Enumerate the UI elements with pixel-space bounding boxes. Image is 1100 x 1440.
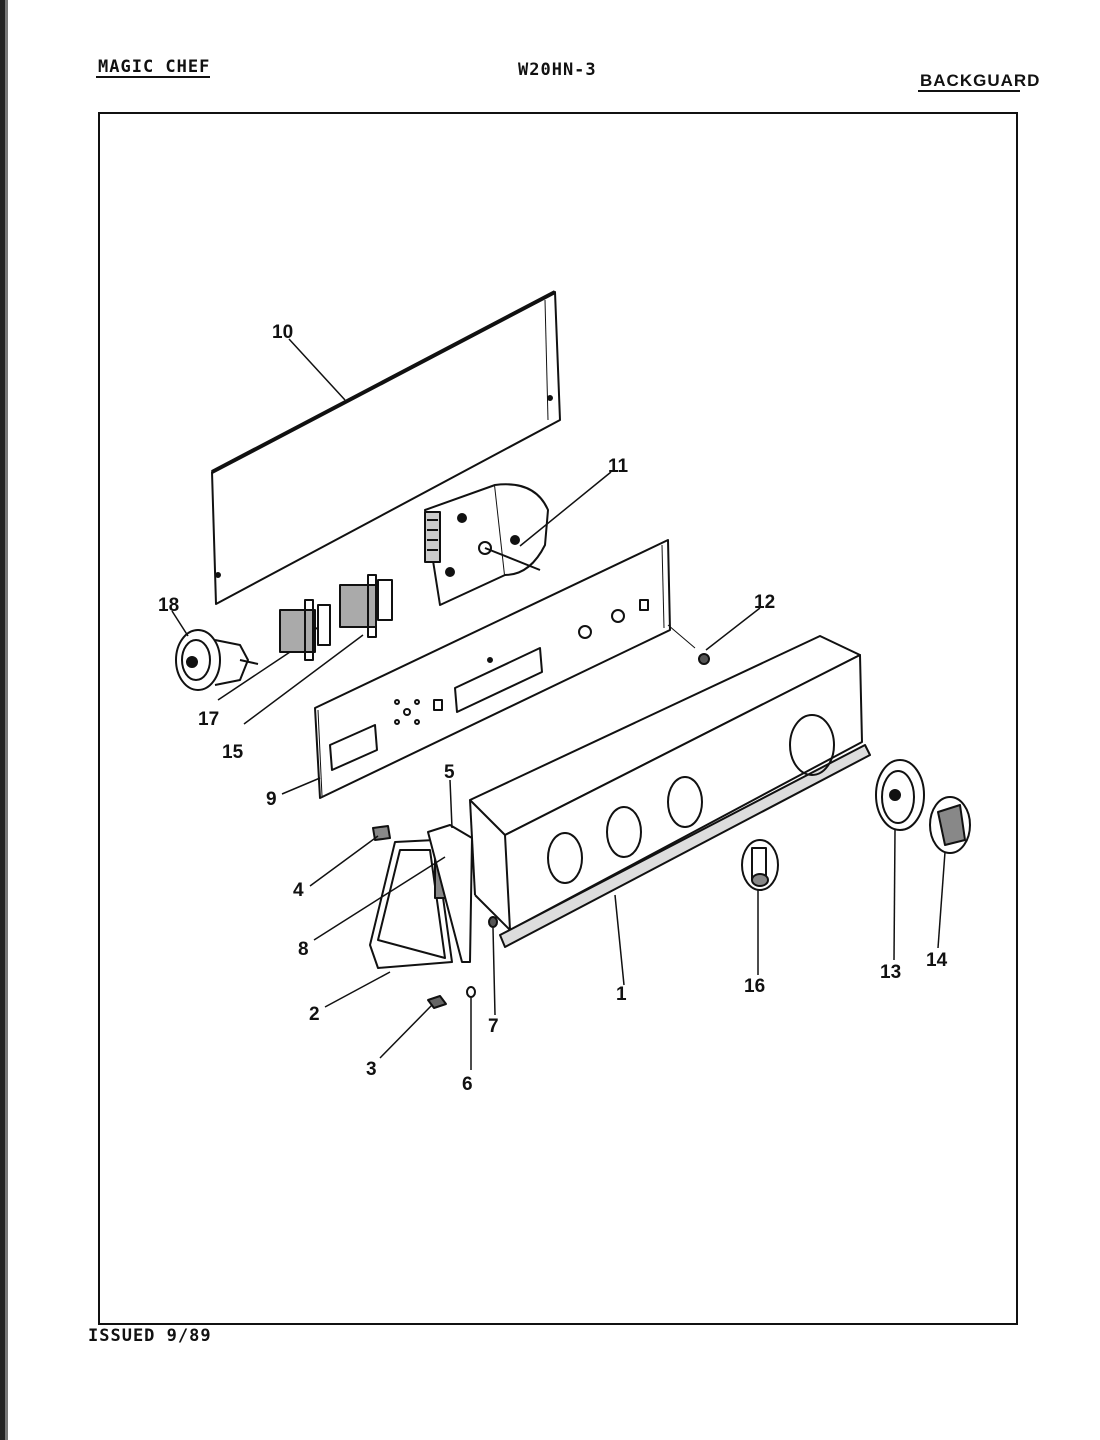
part-10-rear-panel [211, 290, 561, 605]
callout-2: 2 [309, 1004, 320, 1025]
part-1-backguard [469, 635, 871, 948]
callout-11: 11 [608, 456, 629, 477]
section-title: BACKGUARD [920, 71, 1041, 90]
part-13-skirt [875, 759, 925, 831]
part-11-timer [424, 483, 549, 606]
diagram-frame [98, 112, 1018, 1325]
part-18-motor [175, 629, 259, 691]
callout-3: 3 [366, 1059, 377, 1080]
part-17-switch [279, 599, 331, 661]
brand-underline [96, 76, 210, 78]
callout-15: 15 [222, 742, 244, 763]
callout-7: 7 [488, 1016, 499, 1037]
callout-12: 12 [754, 592, 775, 613]
callout-9: 9 [266, 789, 277, 810]
callout-10: 10 [272, 322, 293, 343]
part-14-knob [929, 796, 971, 854]
leader-lines [171, 338, 946, 1070]
callout-17: 17 [198, 709, 219, 730]
model-number: W20HN-3 [518, 60, 597, 80]
callout-4: 4 [293, 880, 304, 901]
callout-18: 18 [158, 595, 179, 616]
section-underline [918, 90, 1020, 92]
part-5-strip [427, 824, 473, 963]
scan-edge-artifact [0, 0, 8, 1440]
callout-16: 16 [744, 976, 765, 997]
part-15-switch [339, 574, 393, 638]
callout-1: 1 [616, 984, 627, 1005]
issued-date: ISSUED 9/89 [88, 1326, 212, 1346]
part-9-control-panel [314, 539, 696, 799]
callout-8: 8 [298, 939, 309, 960]
callout-5: 5 [444, 762, 455, 783]
part-7-screw [488, 916, 498, 928]
part-16-knob [741, 839, 779, 891]
callout-6: 6 [462, 1074, 473, 1095]
part-6-hardware [466, 986, 476, 998]
callout-13: 13 [880, 962, 901, 983]
callout-14: 14 [926, 950, 948, 971]
part-12-screw [698, 653, 710, 665]
brand-label: MAGIC CHEF [98, 57, 211, 77]
